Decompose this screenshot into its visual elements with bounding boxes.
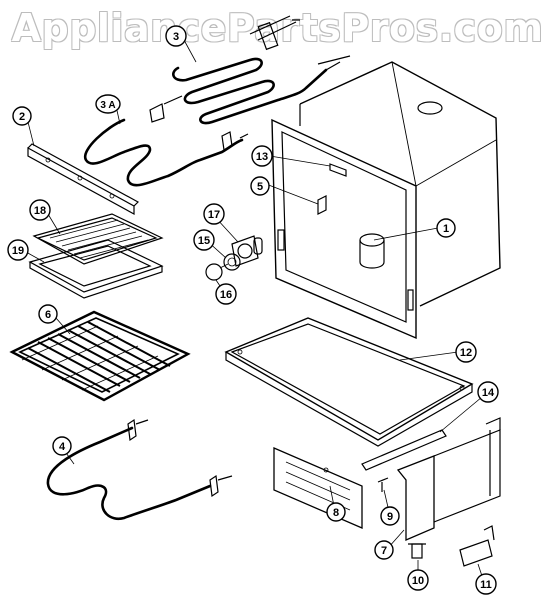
callout-19: 19 (7, 239, 29, 261)
callout-14: 14 (477, 381, 499, 403)
svg-text:9: 9 (387, 511, 393, 523)
svg-text:12: 12 (460, 347, 472, 359)
lamp-bulb-part-16[interactable] (205, 263, 229, 281)
callout-9: 9 (380, 506, 400, 526)
callout-1: 1 (436, 218, 456, 238)
svg-text:19: 19 (12, 245, 24, 257)
oven-rack-part-6[interactable] (9, 310, 191, 402)
kick-plate-part-8[interactable] (273, 447, 363, 529)
callout-12: 12 (455, 341, 477, 363)
svg-text:18: 18 (34, 205, 46, 217)
bake-element-part-3a[interactable] (83, 95, 249, 187)
svg-text:17: 17 (208, 209, 220, 221)
svg-text:8: 8 (333, 507, 339, 519)
callout-3: 3 (165, 25, 187, 47)
broiler-pan-part-19[interactable] (28, 239, 164, 299)
svg-text:3: 3 (173, 31, 179, 43)
callout-15: 15 (193, 229, 215, 251)
callout-18: 18 (29, 199, 51, 221)
bottom-panel-part-12[interactable] (224, 317, 474, 447)
callout-7: 7 (374, 540, 394, 560)
callout-16: 16 (215, 283, 237, 305)
callout-2: 2 (12, 106, 32, 126)
broil-element-part-3[interactable] (172, 15, 351, 125)
callout-3a: 3 A (95, 94, 121, 114)
svg-text:16: 16 (220, 289, 232, 301)
bottom-element-part-4[interactable] (46, 418, 233, 521)
bracket-part-2[interactable] (27, 143, 139, 216)
callout-8: 8 (326, 502, 346, 522)
oven-cavity-part-1[interactable] (271, 61, 501, 340)
callout-5: 5 (250, 176, 270, 196)
callout-10: 10 (407, 569, 429, 591)
svg-text:3 A: 3 A (100, 100, 115, 111)
socket-part-15[interactable] (223, 253, 241, 271)
callout-13: 13 (251, 145, 273, 167)
callout-6: 6 (38, 304, 58, 324)
rod-part-14[interactable] (361, 429, 447, 471)
support-bracket-part-7[interactable] (396, 417, 501, 541)
leveling-leg-part-10[interactable] (408, 543, 426, 559)
callout-11: 11 (475, 573, 497, 595)
svg-text:5: 5 (257, 181, 263, 193)
svg-text:2: 2 (19, 111, 25, 123)
svg-text:6: 6 (45, 309, 51, 321)
callout-4: 4 (52, 436, 72, 456)
screw-part-9[interactable] (377, 477, 389, 492)
svg-text:15: 15 (198, 235, 210, 247)
svg-text:10: 10 (412, 575, 424, 587)
svg-text:13: 13 (256, 151, 268, 163)
svg-text:14: 14 (482, 387, 495, 399)
svg-text:11: 11 (480, 579, 492, 591)
svg-text:7: 7 (381, 545, 387, 557)
clip-part-5[interactable] (317, 195, 327, 215)
broiler-insert-part-18[interactable] (32, 213, 164, 265)
leader-lines (25, 39, 489, 583)
callout-17: 17 (203, 203, 225, 225)
small-bracket-part-11[interactable] (459, 525, 495, 567)
svg-text:4: 4 (59, 441, 66, 453)
svg-text:1: 1 (443, 223, 449, 235)
